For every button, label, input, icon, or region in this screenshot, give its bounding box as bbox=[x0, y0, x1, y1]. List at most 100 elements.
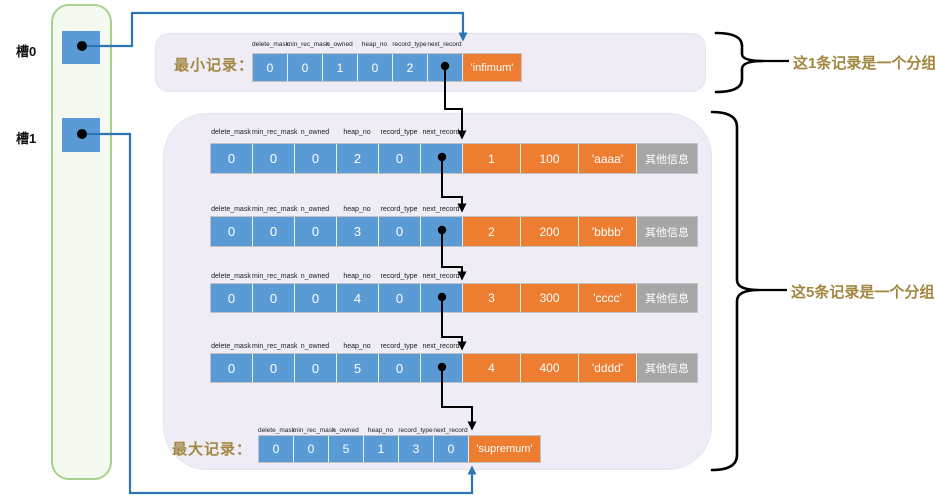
infimum-value-record_type: 2 bbox=[393, 54, 428, 81]
record-4-column-3: 'dddd' bbox=[579, 354, 637, 382]
record-2-value-min_rec_mask: 0 bbox=[253, 217, 295, 246]
field-header-record_type: record_type bbox=[380, 273, 418, 280]
record-4-value-heap_no: 5 bbox=[337, 354, 379, 382]
record-3-extra-info-cell: 其他信息 bbox=[637, 284, 697, 312]
supremum-value-record_type: 3 bbox=[399, 436, 434, 462]
record-2-column-3: 'bbbb' bbox=[579, 217, 637, 246]
field-header-record_type: record_type bbox=[380, 129, 418, 136]
field-header-record_type: record_type bbox=[380, 206, 418, 213]
supremum-value-min_rec_mask: 0 bbox=[294, 436, 329, 462]
record-1-value-next_record bbox=[421, 144, 463, 173]
record-3-value-next_record bbox=[421, 284, 463, 312]
field-header-next_record: next_record bbox=[422, 343, 460, 350]
group-of-5-annotation: 这5条记录是一个分组 bbox=[791, 284, 935, 301]
record-2-value-n_owned: 0 bbox=[295, 217, 337, 246]
record-1-column-1: 1 bbox=[463, 144, 521, 173]
record-1-value-heap_no: 2 bbox=[337, 144, 379, 173]
max-record-label: 最大记录： bbox=[172, 441, 253, 458]
min-record-label: 最小记录： bbox=[174, 57, 255, 74]
field-header-next_record: next_record bbox=[433, 427, 468, 434]
record-4-value-next_record bbox=[421, 354, 463, 382]
field-header-heap_no: heap_no bbox=[343, 273, 371, 280]
record-3-column-1: 3 bbox=[463, 284, 521, 312]
field-header-n_owned: n_owned bbox=[300, 206, 330, 213]
field-header-n_owned: n_owned bbox=[300, 129, 330, 136]
field-header-min_rec_mask: min_rec_mask bbox=[252, 273, 298, 280]
record-2-value-heap_no: 3 bbox=[337, 217, 379, 246]
field-header-min_rec_mask: min_rec_mask bbox=[252, 129, 298, 136]
record-2-column-1: 2 bbox=[463, 217, 521, 246]
infimum-value-heap_no: 0 bbox=[358, 54, 393, 81]
field-header-min_rec_mask: min_rec_mask bbox=[287, 41, 330, 48]
slot-0-box bbox=[62, 31, 100, 64]
infimum-value-delete_mask: 0 bbox=[253, 54, 288, 81]
record-3-column-3: 'cccc' bbox=[579, 284, 637, 312]
record-3-value-record_type: 0 bbox=[379, 284, 421, 312]
infimum-value-min_rec_mask: 0 bbox=[288, 54, 323, 81]
record-2-value-record_type: 0 bbox=[379, 217, 421, 246]
field-header-next_record: next_record bbox=[422, 129, 460, 136]
record-4-value-n_owned: 0 bbox=[295, 354, 337, 382]
record-1-value-n_owned: 0 bbox=[295, 144, 337, 173]
field-header-delete_mask: delete_mask bbox=[252, 41, 289, 48]
field-header-heap_no: heap_no bbox=[361, 41, 388, 48]
infimum-payload-cell: 'infimum' bbox=[463, 54, 521, 81]
brace-group-of-1 bbox=[714, 31, 764, 94]
field-header-delete_mask: delete_mask bbox=[211, 206, 251, 213]
record-2-value-next_record bbox=[421, 217, 463, 246]
field-header-delete_mask: delete_mask bbox=[211, 129, 251, 136]
record-2-value-delete_mask: 0 bbox=[211, 217, 253, 246]
record-1-column-2: 100 bbox=[521, 144, 579, 173]
infimum-value-n_owned: 1 bbox=[323, 54, 358, 81]
record-3-value-heap_no: 4 bbox=[337, 284, 379, 312]
field-header-delete_mask: delete_mask bbox=[211, 343, 251, 350]
supremum-value-next_record: 0 bbox=[434, 436, 469, 462]
brace-group-of-5 bbox=[710, 110, 760, 472]
record-1-value-min_rec_mask: 0 bbox=[253, 144, 295, 173]
field-header-min_rec_mask: min_rec_mask bbox=[252, 206, 298, 213]
field-header-delete_mask: delete_mask bbox=[258, 427, 295, 434]
record-2-column-2: 200 bbox=[521, 217, 579, 246]
infimum-value-next_record bbox=[428, 54, 463, 81]
record-4-value-min_rec_mask: 0 bbox=[253, 354, 295, 382]
supremum-value-heap_no: 1 bbox=[364, 436, 399, 462]
field-header-heap_no: heap_no bbox=[343, 129, 371, 136]
record-3-value-min_rec_mask: 0 bbox=[253, 284, 295, 312]
slot-1-box bbox=[62, 118, 100, 152]
field-header-min_rec_mask: min_rec_mask bbox=[293, 427, 336, 434]
page-directory-panel bbox=[51, 4, 112, 480]
record-1-value-delete_mask: 0 bbox=[211, 144, 253, 173]
record-4-column-1: 4 bbox=[463, 354, 521, 382]
record-4-extra-info-cell: 其他信息 bbox=[637, 354, 697, 382]
field-header-record_type: record_type bbox=[398, 427, 433, 434]
field-header-delete_mask: delete_mask bbox=[211, 273, 251, 280]
record-3-value-n_owned: 0 bbox=[295, 284, 337, 312]
field-header-record_type: record_type bbox=[392, 41, 427, 48]
supremum-value-delete_mask: 0 bbox=[259, 436, 294, 462]
field-header-heap_no: heap_no bbox=[343, 343, 371, 350]
supremum-value-n_owned: 5 bbox=[329, 436, 364, 462]
field-header-n_owned: n_owned bbox=[300, 273, 330, 280]
record-3-value-delete_mask: 0 bbox=[211, 284, 253, 312]
field-header-record_type: record_type bbox=[380, 343, 418, 350]
field-header-n_owned: n_owned bbox=[326, 41, 353, 48]
record-1-value-record_type: 0 bbox=[379, 144, 421, 173]
group-of-1-annotation: 这1条记录是一个分组 bbox=[793, 55, 935, 72]
record-4-column-2: 400 bbox=[521, 354, 579, 382]
supremum-payload-cell: 'supremum' bbox=[469, 436, 540, 462]
record-1-extra-info-cell: 其他信息 bbox=[637, 144, 697, 173]
record-4-value-record_type: 0 bbox=[379, 354, 421, 382]
record-3-column-2: 300 bbox=[521, 284, 579, 312]
